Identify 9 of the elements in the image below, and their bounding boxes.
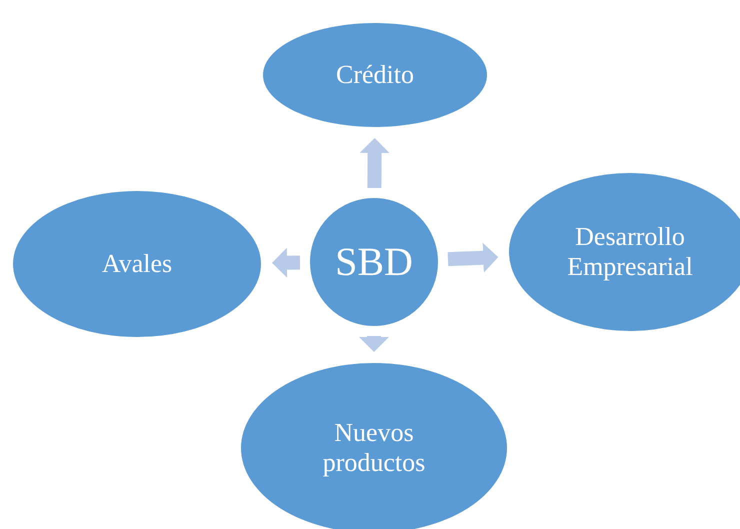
block-arrow [359, 336, 389, 352]
node-label: Desarrollo Empresarial [566, 222, 694, 282]
node-label: Crédito [336, 60, 414, 90]
node-label: Nuevos productos [322, 418, 426, 478]
node-label: Avales [102, 249, 172, 279]
block-arrow [360, 138, 390, 188]
node-label: SBD [335, 239, 413, 285]
block-arrow [272, 248, 300, 278]
block-arrow [448, 242, 498, 273]
